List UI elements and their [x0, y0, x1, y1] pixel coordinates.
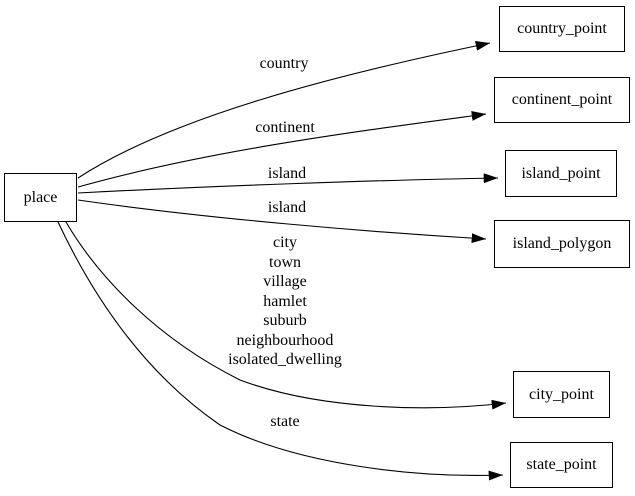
edge-label-town: town: [268, 253, 301, 271]
edge-label-neighbourhood: neighbourhood: [236, 331, 334, 349]
node-country-point: country_point: [499, 6, 625, 52]
edge-place-country-point: [77, 41, 491, 179]
node-place: place: [4, 173, 77, 222]
node-island-polygon-label: island_polygon: [512, 235, 612, 252]
edge-label-state: state: [270, 413, 300, 430]
edge-place-island-point: [77, 173, 499, 194]
node-continent-point: continent_point: [494, 77, 630, 123]
node-state-point-label: state_point: [526, 456, 597, 473]
edge-label-suburb: suburb: [263, 312, 307, 329]
edge-place-city-point: [65, 221, 507, 410]
node-continent-point-label: continent_point: [511, 91, 613, 108]
edge-label-city-types: city town village hamlet suburb neighbou…: [228, 233, 342, 370]
node-island-point-label: island_point: [521, 164, 601, 182]
edge-label-city: city: [272, 234, 297, 251]
edge-place-island-polygon: [77, 199, 487, 244]
node-island-polygon: island_polygon: [494, 220, 630, 268]
edge-label-island-polygon: island: [267, 199, 307, 216]
edge-label-country: country: [259, 55, 309, 72]
edge-label-hamlet: hamlet: [263, 292, 307, 310]
node-island-point: island_point: [505, 150, 617, 197]
edge-place-continent-point: [77, 111, 487, 188]
edge-label-island-point: island: [267, 165, 307, 182]
edge-label-isolated-dwelling: isolated_dwelling: [228, 351, 342, 368]
edge-label-village: village: [263, 273, 307, 290]
node-country-point-label: country_point: [517, 20, 607, 37]
node-city-point-label: city_point: [529, 385, 594, 403]
node-city-point: city_point: [513, 371, 610, 418]
node-place-label: place: [23, 188, 58, 206]
edge-label-continent: continent: [255, 119, 315, 136]
node-state-point: state_point: [510, 442, 613, 488]
edge-place-state-point: [57, 221, 504, 481]
